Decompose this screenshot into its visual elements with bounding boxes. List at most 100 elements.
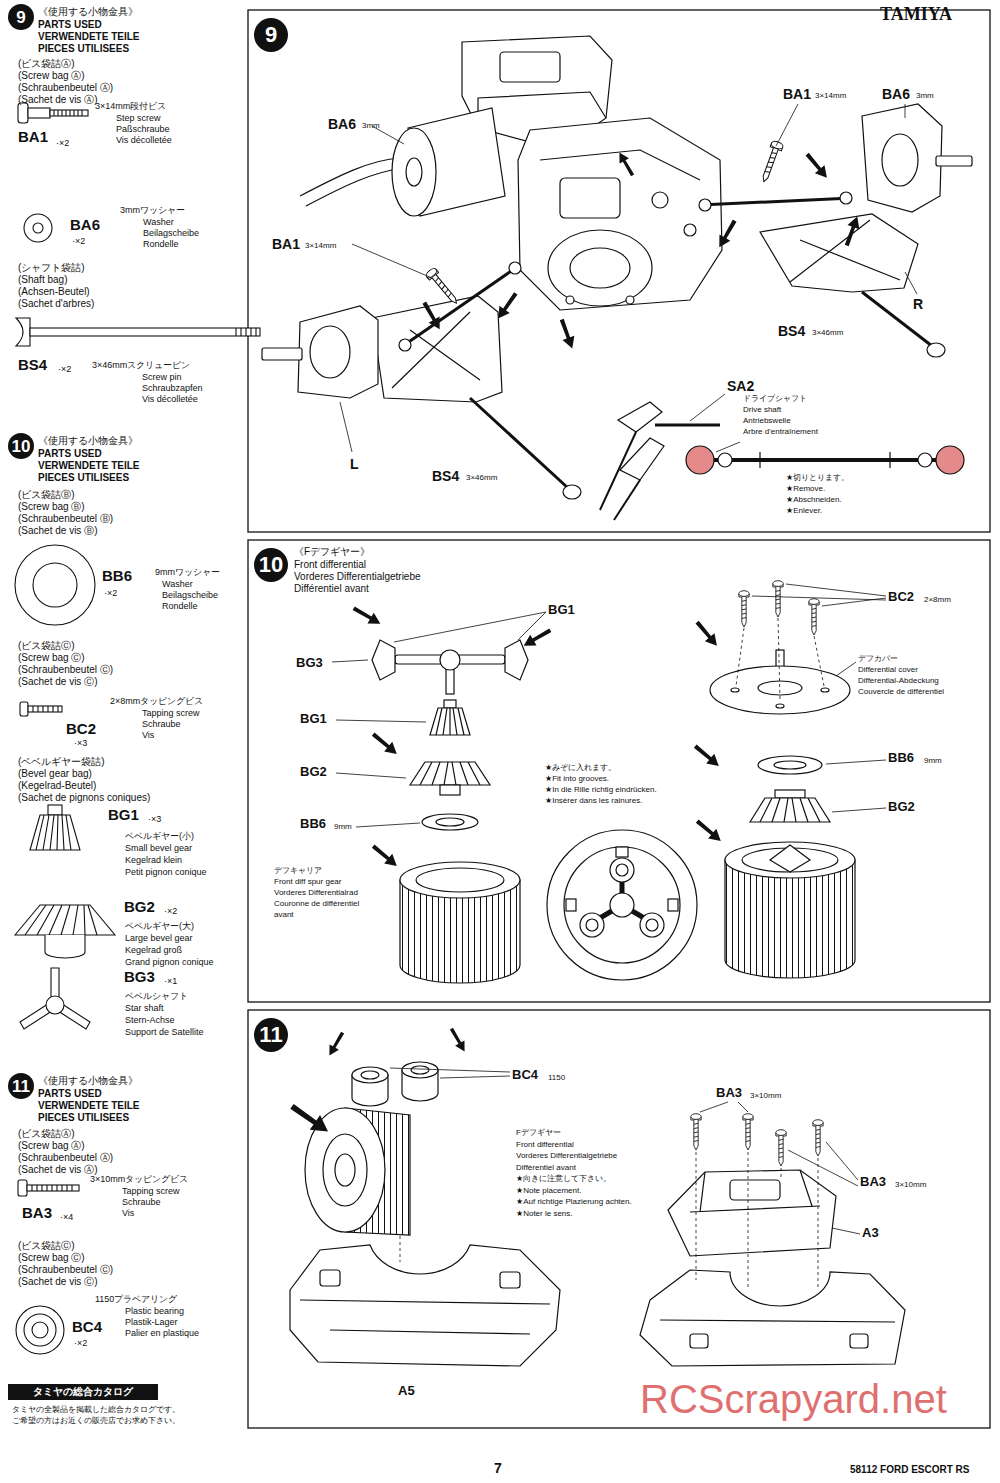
- step-number-circle: 9: [8, 4, 34, 30]
- part-code: BC4: [72, 1318, 102, 1335]
- part-spec: Fデフギヤー: [516, 1128, 561, 1137]
- part-code: BB6: [888, 751, 914, 766]
- bag-name: (Sachet de vis Ⓒ): [18, 676, 97, 688]
- part-spec: Vorderes Differentialgetriebe: [516, 1151, 617, 1160]
- section-heading: PIECES UTILISEES: [38, 472, 129, 484]
- part-code: BG2: [888, 800, 915, 815]
- bag-name: (Bevel gear bag): [18, 768, 92, 780]
- part-code: A3: [862, 1226, 879, 1241]
- part-spec: Front diff spur gear: [274, 877, 341, 886]
- dimension: 3×10mm: [895, 1180, 926, 1189]
- part-spec: Schraube: [142, 719, 181, 729]
- quantity: ·×2: [72, 236, 85, 246]
- quantity: ·×2: [74, 1338, 87, 1348]
- part-spec: 3×10mmタッピングビス: [90, 1174, 188, 1184]
- dimension: 9mm: [924, 756, 942, 765]
- part-spec: Palier en plastique: [125, 1328, 199, 1338]
- bag-name: (Screw bag Ⓐ): [18, 70, 85, 82]
- part-spec: Paßschraube: [116, 124, 170, 134]
- part-spec: デフカバー: [858, 654, 898, 663]
- bag-name: (Sachet de vis Ⓐ): [18, 94, 97, 106]
- part-spec: ★Note placement.: [516, 1186, 581, 1195]
- part-spec: ★Noter le sens.: [516, 1209, 573, 1218]
- step-number: 10: [259, 554, 283, 576]
- part-icons: [15, 103, 260, 1354]
- step-number: 9: [265, 24, 277, 46]
- part-code: BA6: [882, 86, 910, 102]
- instruction-note: ★Abschneiden.: [786, 495, 842, 504]
- part-spec: Star shaft: [125, 1003, 164, 1013]
- part-spec: Arbre d'entraînement: [743, 427, 818, 436]
- band-text: タミヤの総合カタログ: [33, 1387, 133, 1397]
- leader-lines: [332, 584, 886, 827]
- quantity: ·×2: [104, 588, 117, 598]
- quantity: ·×2: [56, 138, 69, 148]
- part-spec: Large bevel gear: [125, 933, 193, 943]
- part-code: BG2: [300, 765, 327, 780]
- quantity: ·×3: [74, 738, 87, 748]
- step-number: 10: [12, 438, 31, 455]
- section-heading: PARTS USED: [38, 448, 102, 460]
- dimension: 3mm: [362, 121, 380, 130]
- section-heading: VERWENDETE TEILE: [38, 460, 140, 472]
- part-spec: Tapping screw: [122, 1186, 180, 1196]
- bag-name: (ビス袋詰Ⓐ): [18, 58, 75, 70]
- dimension: 3mm: [916, 91, 934, 100]
- instruction-note: ★みぞに入れます。: [545, 763, 616, 772]
- part-spec: Washer: [143, 217, 174, 227]
- part-spec: Screw pin: [142, 372, 182, 382]
- part-spec: 9mmワッシャー: [155, 567, 220, 577]
- part-spec: Tapping screw: [142, 708, 200, 718]
- part-code: BA3: [860, 1175, 886, 1190]
- part-spec: Differential cover: [858, 665, 918, 674]
- section-heading: Différentiel avant: [294, 583, 369, 595]
- part-spec: ベベルギヤー(小): [125, 831, 194, 841]
- part-spec: Rondelle: [143, 239, 179, 249]
- bag-name: (Screw bag Ⓒ): [18, 652, 85, 664]
- part-spec: Differential-Abdeckung: [858, 676, 939, 685]
- part-spec: Rondelle: [162, 601, 198, 611]
- bag-name: (Screw bag Ⓐ): [18, 1140, 85, 1152]
- part-spec: ★向きに注意して下さい。: [516, 1174, 611, 1183]
- quantity: ·×3: [148, 814, 161, 824]
- bag-name: (Sachet de vis Ⓒ): [18, 1276, 97, 1288]
- step-number: 9: [16, 9, 25, 26]
- part-code: BG1: [300, 712, 327, 727]
- step10-drawing: [372, 640, 855, 983]
- dimension: 3×10mm: [750, 1091, 781, 1100]
- part-spec: Vorderes Differentialrad: [274, 888, 358, 897]
- part-code: BG1: [548, 603, 575, 618]
- part-code: BA1: [783, 86, 811, 102]
- catalog-note: タミヤの全製品を掲載した総合カタログです。: [12, 1405, 180, 1414]
- leader-lines: [340, 104, 917, 452]
- part-spec: Grand pignon conique: [125, 957, 214, 967]
- quantity: ·×4: [60, 1212, 73, 1222]
- part-code: BB6: [102, 567, 132, 584]
- instruction-note: ★Fit into grooves.: [545, 774, 609, 783]
- part-spec: Plastik-Lager: [125, 1317, 178, 1327]
- section-heading: 《使用する小物金具》: [38, 6, 138, 18]
- part-code: BG2: [124, 898, 155, 915]
- step-number-circle: 10: [254, 548, 288, 582]
- part-spec: Schraubzapfen: [142, 383, 203, 393]
- part-spec: Couvercle de différentiel: [858, 687, 944, 696]
- bag-name: (Shaft bag): [18, 274, 67, 286]
- part-code: BG1: [108, 806, 139, 823]
- instruction-note: ★Insérer dans les rainures.: [545, 796, 642, 805]
- bag-name: (Schraubenbeutel Ⓒ): [18, 664, 113, 676]
- part-spec: デフキャリア: [274, 866, 322, 875]
- side-mark: R: [913, 296, 923, 312]
- dimension: 3×14mm: [305, 241, 336, 250]
- part-code: BA1: [18, 128, 48, 145]
- dimension: 3×14mm: [815, 91, 846, 100]
- instruction-note: ★In die Rille richtig eindrücken.: [545, 785, 657, 794]
- dimension: 3×46mm: [466, 473, 497, 482]
- part-spec: Antriebswelle: [743, 416, 791, 425]
- instruction-note: ★Remove.: [786, 484, 825, 493]
- part-spec: 3mmワッシャー: [120, 205, 185, 215]
- bag-name: (ビス袋詰Ⓐ): [18, 1128, 75, 1140]
- section-heading: VERWENDETE TEILE: [38, 31, 140, 43]
- part-spec: Beilagscheibe: [143, 228, 199, 238]
- bag-name: (Screw bag Ⓒ): [18, 1252, 85, 1264]
- bag-name: (ビス袋詰Ⓑ): [18, 489, 75, 501]
